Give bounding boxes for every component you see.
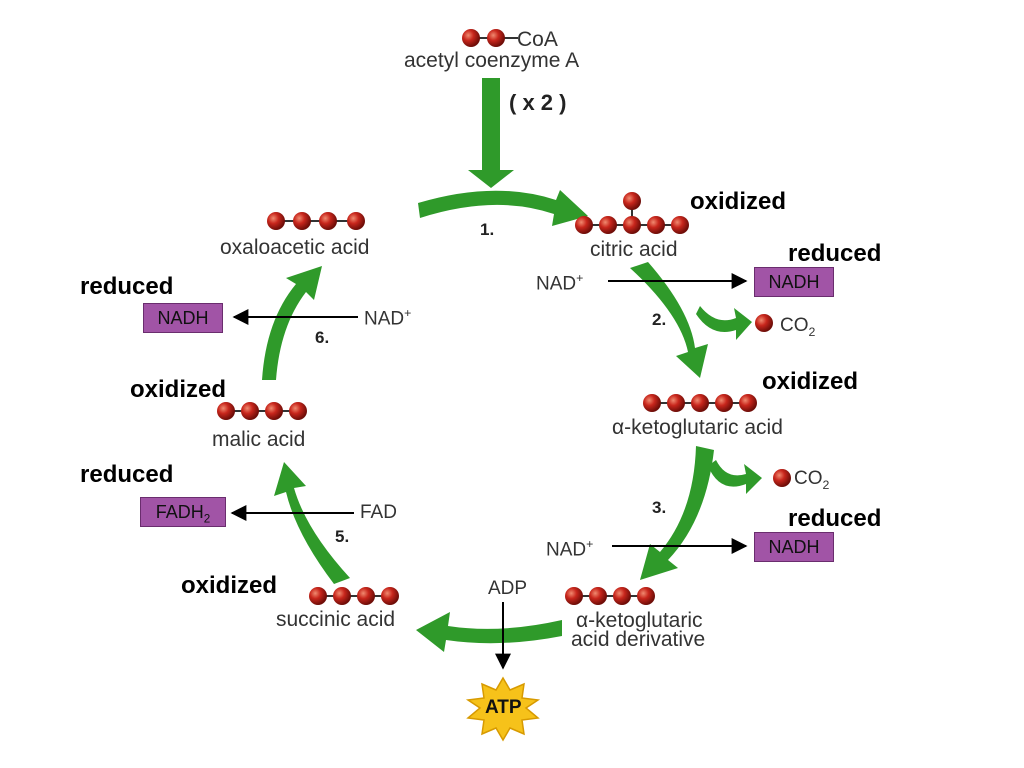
entry-arrow — [468, 78, 514, 188]
reduced-label-step2: reduced — [788, 240, 882, 267]
malic-molecule-atom — [217, 402, 235, 420]
keto-derivative-label-1: α-ketoglutaric — [576, 609, 703, 632]
step-2-number: 2. — [652, 310, 667, 329]
step3-arrow — [640, 446, 714, 580]
step4-arrow — [416, 612, 562, 652]
keto-molecule-atom — [739, 394, 757, 412]
keto-molecule — [643, 394, 757, 412]
co2-label-step3: CO2 — [794, 468, 830, 492]
citric-acid-molecule-atom — [623, 216, 641, 234]
co2-branch-arrow-1 — [696, 306, 752, 340]
citric-acid-label: citric acid — [590, 238, 678, 261]
citric-acid-molecule-atom — [623, 192, 641, 210]
citric-acid-molecule — [575, 192, 689, 234]
keto-derivative-molecule-atom — [589, 587, 607, 605]
keto-molecule-atom — [667, 394, 685, 412]
step-3-number: 3. — [652, 498, 667, 517]
reduced-label-step5: reduced — [80, 461, 174, 488]
oxidized-label-citric: oxidized — [690, 188, 787, 215]
co2-branch-arrow-2 — [708, 460, 762, 494]
fadh2-box: FADH2 — [140, 497, 226, 527]
malic-molecule-atom — [241, 402, 259, 420]
step2-arrow — [630, 262, 708, 378]
atp-label: ATP — [485, 697, 522, 718]
nad-plus-label-step3: NAD+ — [546, 537, 594, 561]
acetyl-coa-molecule-atom — [462, 29, 480, 47]
malic-acid-label: malic acid — [212, 428, 306, 451]
oxaloacetic-molecule-atom — [293, 212, 311, 230]
co2-molecule-2-atom — [773, 469, 791, 487]
oxaloacetic-molecule — [267, 212, 365, 230]
succinic-molecule — [309, 587, 399, 605]
fad-label: FAD — [360, 502, 397, 523]
oxaloacetic-molecule-atom — [319, 212, 337, 230]
citric-acid-molecule-atom — [575, 216, 593, 234]
succinic-molecule-atom — [357, 587, 375, 605]
acetyl-coa-molecule-atom — [487, 29, 505, 47]
oxidized-label-succinic: oxidized — [181, 572, 278, 599]
oxidized-label-keto: oxidized — [762, 368, 859, 395]
keto-derivative-molecule-atom — [565, 587, 583, 605]
oxaloacetic-molecule-atom — [347, 212, 365, 230]
succinic-molecule-atom — [333, 587, 351, 605]
succinic-molecule-atom — [381, 587, 399, 605]
malic-molecule-atom — [265, 402, 283, 420]
oxaloacetic-molecule-atom — [267, 212, 285, 230]
nadh-box-step2: NADH — [754, 267, 834, 297]
step-6-number: 6. — [315, 328, 330, 347]
co2-molecule-1 — [755, 314, 773, 332]
acetyl-coa-molecule — [462, 29, 518, 47]
co2-label-step2: CO2 — [780, 315, 816, 339]
citric-acid-molecule-atom — [647, 216, 665, 234]
co2-molecule-1-atom — [755, 314, 773, 332]
alpha-ketoglutaric-label: α-ketoglutaric acid — [612, 416, 783, 439]
step-1-number: 1. — [480, 220, 495, 239]
oxaloacetic-acid-label: oxaloacetic acid — [220, 236, 370, 259]
keto-derivative-label-2: acid derivative — [571, 628, 706, 651]
keto-molecule-atom — [691, 394, 709, 412]
acetyl-coa-label: acetyl coenzyme A — [404, 49, 580, 72]
malic-molecule-atom — [289, 402, 307, 420]
reduced-label-step6: reduced — [80, 273, 174, 300]
keto-derivative-molecule-atom — [613, 587, 631, 605]
citric-acid-molecule-atom — [671, 216, 689, 234]
step5-arrow — [274, 462, 350, 584]
times-two-label: ( x 2 ) — [509, 90, 567, 115]
reduced-label-step3: reduced — [788, 505, 882, 532]
step6-arrow — [262, 266, 322, 380]
oxidized-label-malic: oxidized — [130, 376, 227, 403]
adp-label: ADP — [488, 578, 528, 599]
keto-derivative-molecule — [565, 587, 655, 605]
nadh-box-step3: NADH — [754, 532, 834, 562]
succinic-acid-label: succinic acid — [276, 608, 396, 631]
malic-molecule — [217, 402, 307, 420]
keto-molecule-atom — [643, 394, 661, 412]
atp-starburst-icon — [465, 676, 541, 742]
keto-derivative-molecule-atom — [637, 587, 655, 605]
nadh-box-step6: NADH — [143, 303, 223, 333]
step-5-number: 5. — [335, 527, 350, 546]
keto-molecule-atom — [715, 394, 733, 412]
nad-plus-label-step2: NAD+ — [536, 271, 584, 295]
co2-molecule-2 — [773, 469, 791, 487]
step1-arrow — [418, 190, 588, 226]
citric-acid-molecule-atom — [599, 216, 617, 234]
succinic-molecule-atom — [309, 587, 327, 605]
coa-label: CoA — [517, 28, 558, 51]
molecule-chains — [217, 29, 791, 605]
nad-plus-label-step6: NAD+ — [364, 306, 412, 330]
